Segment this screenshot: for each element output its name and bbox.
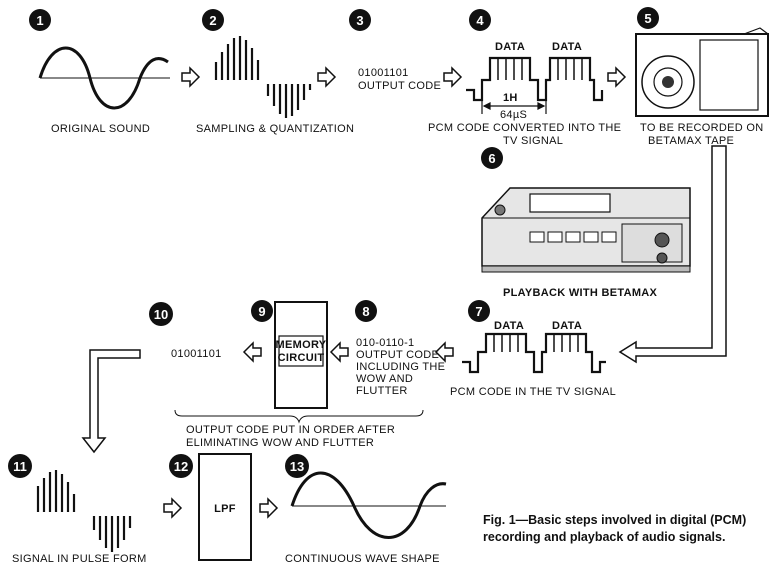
brace-note-line2: ELIMINATING WOW AND FLUTTER bbox=[186, 437, 374, 449]
memory-label: CIRCUIT bbox=[278, 352, 325, 364]
step-label-line2: TV SIGNAL bbox=[503, 135, 563, 147]
step-number-badge bbox=[285, 454, 309, 478]
output-code-line: WOW AND bbox=[356, 373, 413, 385]
step-label: SAMPLING & QUANTIZATION bbox=[196, 123, 354, 135]
step-number: 8 bbox=[362, 304, 369, 319]
step-number: 3 bbox=[356, 13, 363, 28]
step-number-badge bbox=[355, 300, 377, 322]
output-code-line: 010-0110-1 bbox=[356, 337, 414, 349]
step-number: 9 bbox=[258, 304, 265, 319]
step-2: 2 SAMPLING & QUANTIZATION bbox=[196, 9, 354, 135]
step-number: 4 bbox=[476, 13, 484, 28]
data-label: DATA bbox=[552, 41, 582, 53]
step-number-badge bbox=[349, 9, 371, 31]
step-number-badge bbox=[8, 454, 32, 478]
step-number-badge bbox=[202, 9, 224, 31]
step-number: 12 bbox=[174, 459, 188, 474]
arrow-right-icon bbox=[181, 67, 200, 87]
step-10: 10 01001101 bbox=[149, 302, 222, 360]
brace-note: OUTPUT CODE PUT IN ORDER AFTER ELIMINATI… bbox=[174, 409, 424, 449]
period-label: 1H bbox=[503, 92, 518, 104]
memory-label: MEMORY bbox=[276, 339, 327, 351]
betamax-tape-icon bbox=[635, 27, 769, 117]
arrow-right-icon bbox=[443, 67, 462, 87]
tv-signal-waveform-icon bbox=[462, 332, 606, 374]
step-3: 3 01001101 OUTPUT CODE bbox=[349, 9, 441, 92]
step-number: 11 bbox=[13, 459, 27, 474]
output-code-line: INCLUDING THE bbox=[356, 361, 445, 373]
step-number-badge bbox=[469, 9, 491, 31]
pulse-signal-icon bbox=[36, 470, 132, 552]
arrow-right-icon bbox=[607, 67, 626, 87]
step-11: 11 SIGNAL IN PULSE FORM bbox=[8, 454, 147, 565]
step-label: OUTPUT CODE bbox=[358, 80, 441, 92]
step-number: 2 bbox=[209, 13, 216, 28]
step-1: 1 ORIGINAL SOUND bbox=[29, 9, 170, 135]
step-label: PCM CODE IN THE TV SIGNAL bbox=[450, 386, 616, 398]
step-number: 13 bbox=[290, 459, 304, 474]
step-12: 12 LPF bbox=[169, 453, 252, 561]
data-label: DATA bbox=[495, 41, 525, 53]
binary-code: 01001101 bbox=[171, 348, 222, 360]
step-number-badge bbox=[481, 147, 503, 169]
arrow-right-icon bbox=[163, 498, 182, 518]
step-7: 7 DATA DATA PCM CODE IN THE TV SIGNAL bbox=[450, 300, 616, 398]
data-label: DATA bbox=[494, 320, 524, 332]
sine-wave-icon bbox=[38, 46, 169, 110]
step-number-badge bbox=[251, 300, 273, 322]
sine-wave-icon bbox=[290, 471, 447, 539]
step-number-badge bbox=[29, 9, 51, 31]
step-label: CONTINUOUS WAVE SHAPE bbox=[285, 553, 440, 565]
step-label-line1: PCM CODE CONVERTED INTO THE bbox=[428, 122, 621, 134]
arrow-right-icon bbox=[259, 498, 278, 518]
output-code-line: OUTPUT CODE bbox=[356, 349, 439, 361]
connector-arrow-icon bbox=[618, 145, 727, 364]
step-6: 6 PLAYBACK WITH BETAMAX bbox=[481, 147, 691, 299]
step-label: SIGNAL IN PULSE FORM bbox=[12, 553, 147, 565]
step-13: 13 CONTINUOUS WAVE SHAPE bbox=[285, 454, 447, 565]
step-label-line2: BETAMAX TAPE bbox=[648, 135, 734, 147]
time-label: 64µS bbox=[500, 109, 527, 121]
figure-caption: Fig. 1—Basic steps involved in digital (… bbox=[483, 513, 746, 544]
brace-icon bbox=[174, 409, 424, 424]
step-number: 10 bbox=[154, 307, 168, 322]
step-number-badge bbox=[169, 454, 193, 478]
step-4: 4 DATA DATA 1H 64µS PCM CODE CONVERTED I… bbox=[428, 9, 621, 147]
period-marker bbox=[481, 84, 547, 114]
data-bits bbox=[497, 58, 583, 80]
output-code-line: FLUTTER bbox=[356, 385, 408, 397]
step-8: 8 010-0110-1 OUTPUT CODE INCLUDING THE W… bbox=[355, 300, 445, 397]
arrow-left-icon bbox=[243, 342, 262, 362]
arrow-right-icon bbox=[317, 67, 336, 87]
betamax-vcr-icon bbox=[481, 187, 691, 273]
step-number: 1 bbox=[36, 13, 43, 28]
step-label: PLAYBACK WITH BETAMAX bbox=[503, 287, 658, 299]
step-number-badge bbox=[468, 300, 490, 322]
step-number-badge bbox=[149, 302, 173, 326]
arrow-left-icon bbox=[330, 342, 349, 362]
connector-arrow-icon bbox=[81, 349, 141, 454]
step-number: 7 bbox=[475, 304, 482, 319]
step-9: 9 MEMORY CIRCUIT bbox=[251, 300, 328, 409]
data-label: DATA bbox=[552, 320, 582, 332]
caption-line2: recording and playback of audio signals. bbox=[483, 530, 725, 544]
lpf-label: LPF bbox=[214, 503, 236, 515]
step-label: ORIGINAL SOUND bbox=[51, 123, 150, 135]
sampled-pulses-icon bbox=[214, 36, 312, 118]
caption-line1: Fig. 1—Basic steps involved in digital (… bbox=[483, 513, 746, 527]
lpf-box bbox=[198, 453, 252, 561]
brace-note-line1: OUTPUT CODE PUT IN ORDER AFTER bbox=[186, 424, 395, 436]
step-number-badge bbox=[637, 7, 659, 29]
step-5: 5 TO BE RECORDED ON BETAMAX TAPE bbox=[635, 7, 769, 147]
step-number: 6 bbox=[488, 151, 495, 166]
step-number: 5 bbox=[644, 11, 651, 26]
data-bits bbox=[493, 334, 579, 352]
step-label-line1: TO BE RECORDED ON bbox=[640, 122, 763, 134]
binary-code: 01001101 bbox=[358, 67, 409, 79]
